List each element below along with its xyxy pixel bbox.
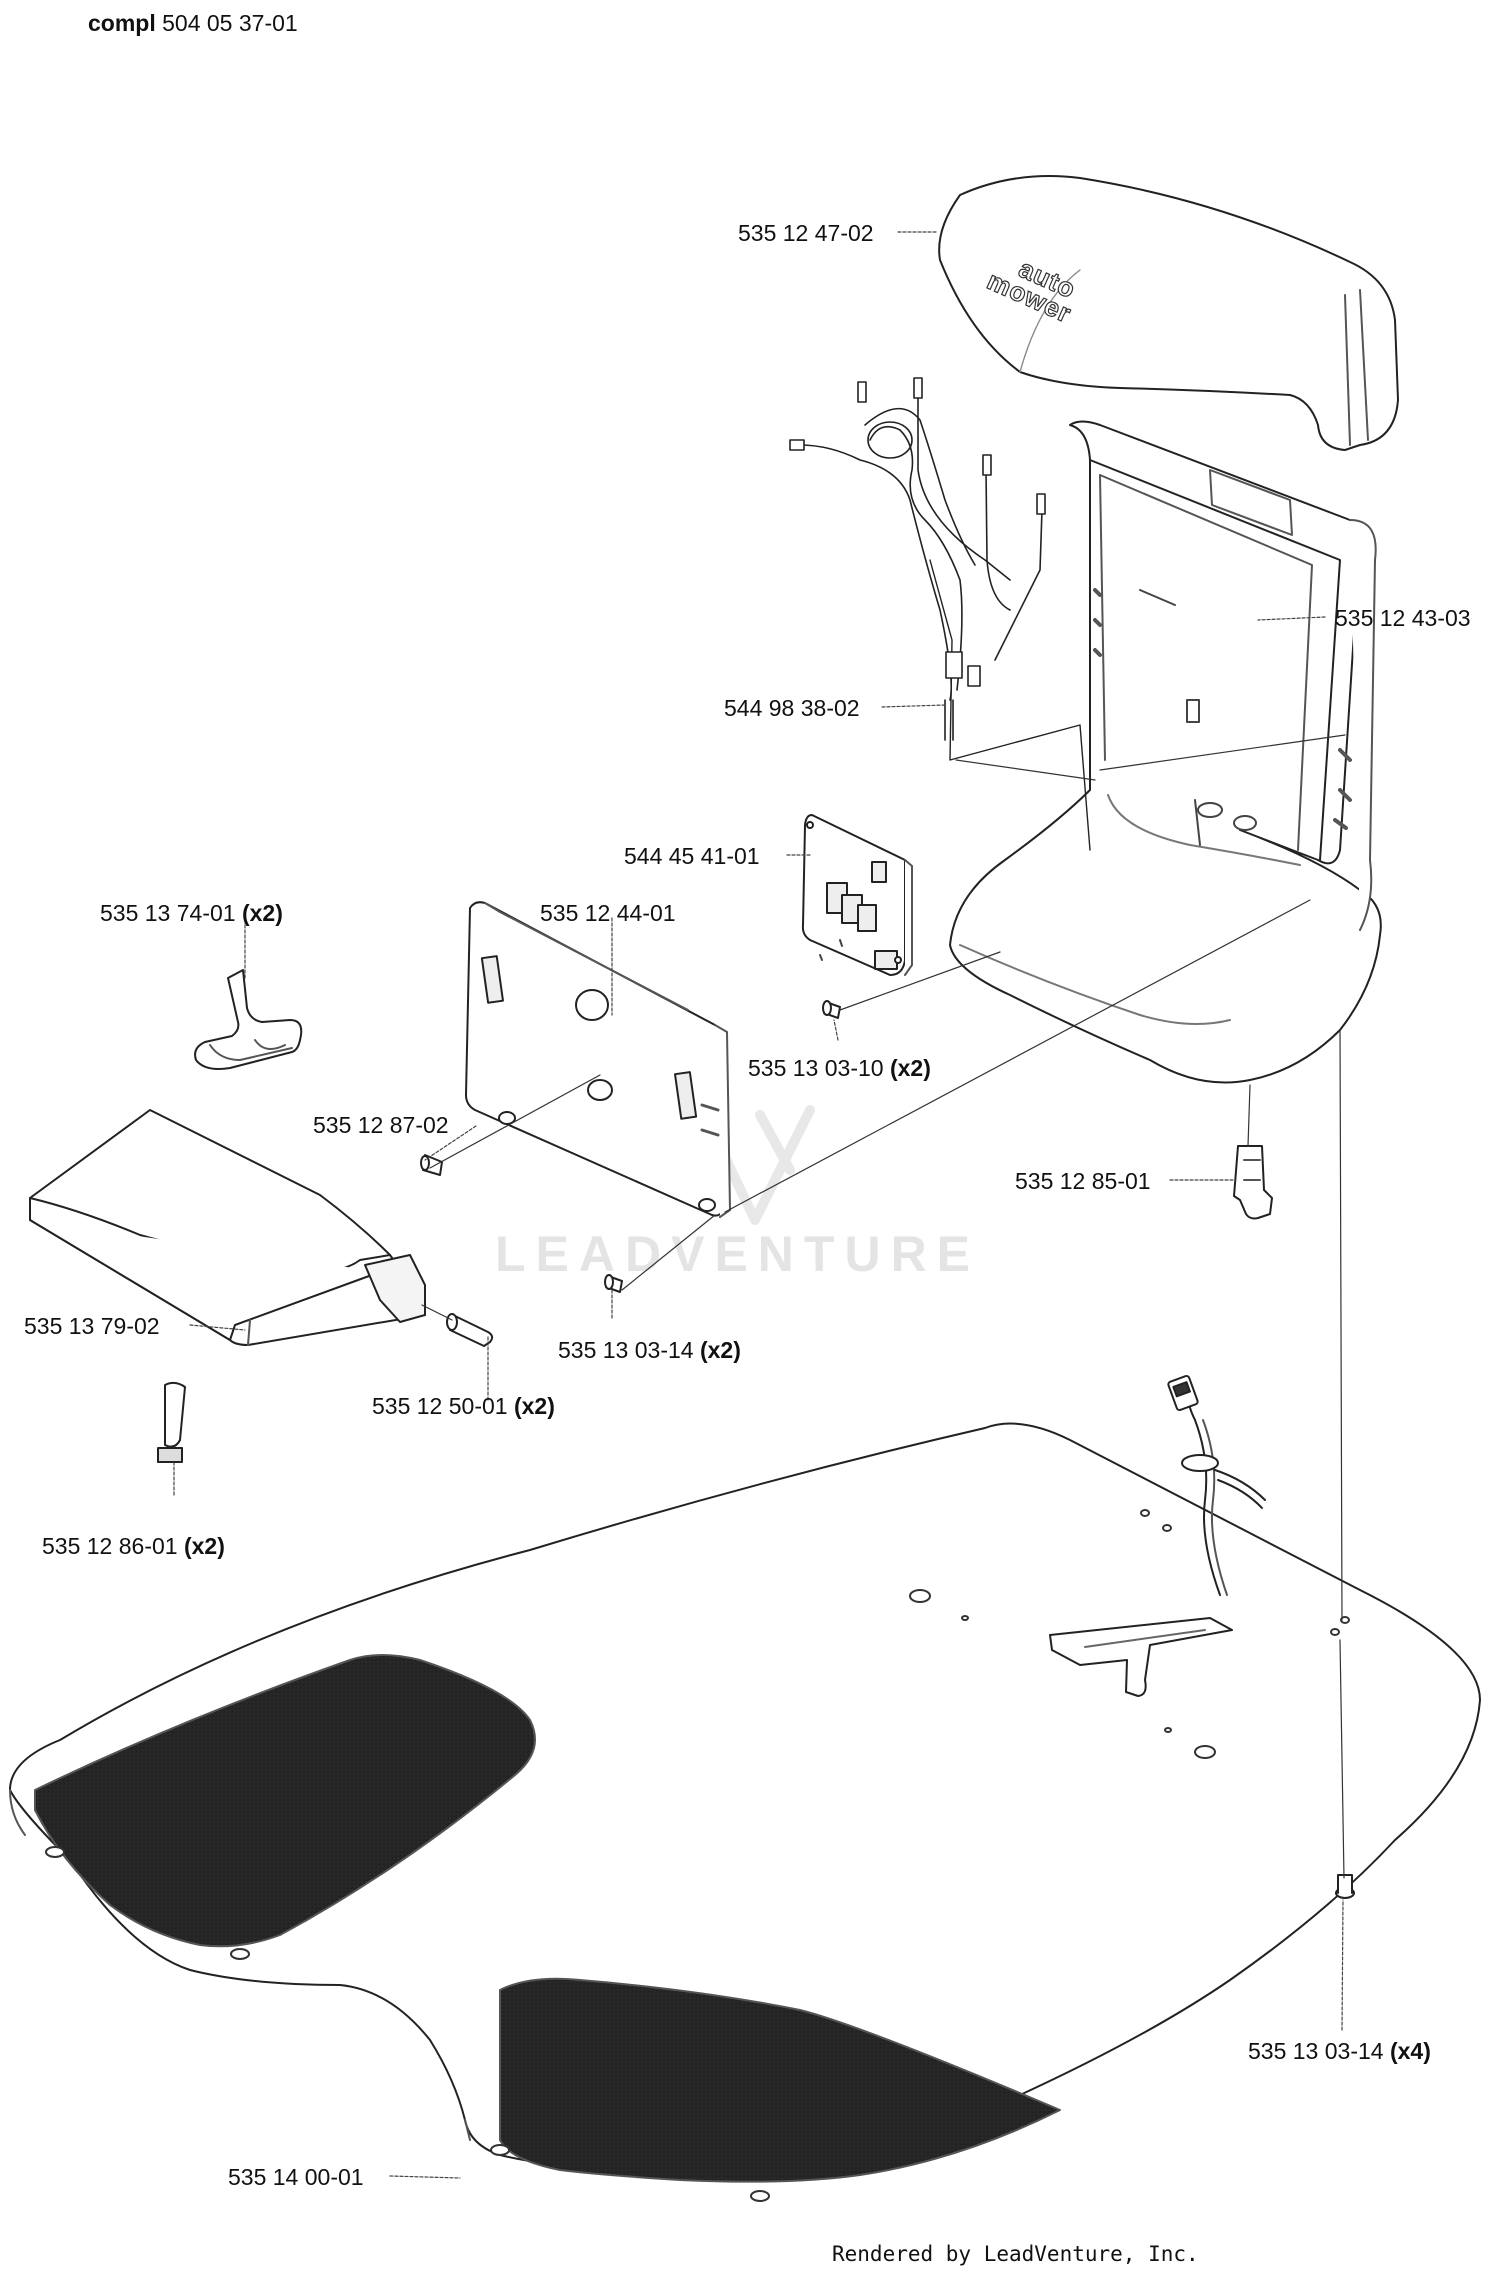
circuit-board [801,814,913,976]
callout-c7[interactable]: 535 13 03-10 (x2) [748,1055,931,1081]
charging-connector [1233,1145,1273,1220]
callout-qty: (x2) [513,1393,555,1419]
callout-part: 535 14 00-01 [228,2164,364,2190]
assembly-header: compl 504 05 37-01 [88,10,298,37]
watermark-text: LEADVENTURE [495,1226,981,1282]
callout-part: 535 13 03-10 [748,1055,884,1081]
callout-c6[interactable]: 535 12 44-01 [540,900,676,926]
callout-part: 535 12 43-03 [1335,605,1471,631]
inner-panel [465,901,731,1218]
assembly-guide-lines [421,734,1346,1879]
callout-part: 535 13 74-01 [100,900,236,926]
callout-c4[interactable]: 544 45 41-01 [624,843,760,869]
header-prefix: compl [88,10,156,36]
callout-part: 544 45 41-01 [624,843,760,869]
charging-plate-bracket [1049,1617,1233,1697]
callout-part: 535 13 79-02 [24,1313,160,1339]
screw-board [822,1000,841,1019]
header-part-number: 504 05 37-01 [162,10,298,36]
base-plate [9,1422,1481,2180]
base-cable-and-connector [1167,1374,1266,1596]
callout-qty: (x2) [241,900,283,926]
callout-part: 535 12 44-01 [540,900,676,926]
top-cover [938,175,1399,451]
callout-part: 535 12 86-01 [42,1533,178,1559]
callout-part: 535 12 50-01 [372,1393,508,1419]
callout-c10[interactable]: 535 13 79-02 [24,1313,160,1339]
callout-c15[interactable]: 535 14 00-01 [228,2164,364,2190]
callout-part: 535 12 87-02 [313,1112,449,1138]
callout-part: 535 12 47-02 [738,220,874,246]
plug-pin [420,1154,443,1176]
callout-c3[interactable]: 544 98 38-02 [724,695,860,721]
callout-qty: (x4) [1389,2038,1431,2064]
base-mount-holes [45,1509,1350,2202]
base-grip-pad-right [499,1977,1061,2183]
callout-part: 535 13 03-14 [1248,2038,1384,2064]
callout-qty: (x2) [183,1533,225,1559]
callout-c9[interactable]: 535 12 85-01 [1015,1168,1151,1194]
callout-leaders [173,231,1344,2179]
callout-qty: (x2) [889,1055,931,1081]
callout-c14[interactable]: 535 13 03-14 (x4) [1248,2038,1431,2064]
callout-part: 544 98 38-02 [724,695,860,721]
callout-qty: (x2) [699,1337,741,1363]
callout-part: 535 13 03-14 [558,1337,694,1363]
base-grip-pad-left [34,1654,536,1948]
callout-c12[interactable]: 535 12 50-01 (x2) [372,1393,555,1419]
callout-c13[interactable]: 535 12 86-01 (x2) [42,1533,225,1559]
screw-base [1335,1874,1355,1899]
callout-c5[interactable]: 535 13 74-01 (x2) [100,900,283,926]
hinge-pin [446,1313,494,1347]
screw-panel [604,1274,623,1293]
wiring-harness [789,377,1091,851]
contact-strip [157,1381,186,1463]
mounting-clip [194,969,303,1070]
callout-c8[interactable]: 535 12 87-02 [313,1112,449,1138]
footer-credit: Rendered by LeadVenture, Inc. [832,2242,1199,2266]
callout-part: 535 12 85-01 [1015,1168,1151,1194]
front-ramp [29,1109,426,1346]
docking-housing [949,420,1382,1084]
callout-c11[interactable]: 535 13 03-14 (x2) [558,1337,741,1363]
callout-c2[interactable]: 535 12 43-03 [1335,605,1471,631]
callout-c1[interactable]: 535 12 47-02 [738,220,874,246]
